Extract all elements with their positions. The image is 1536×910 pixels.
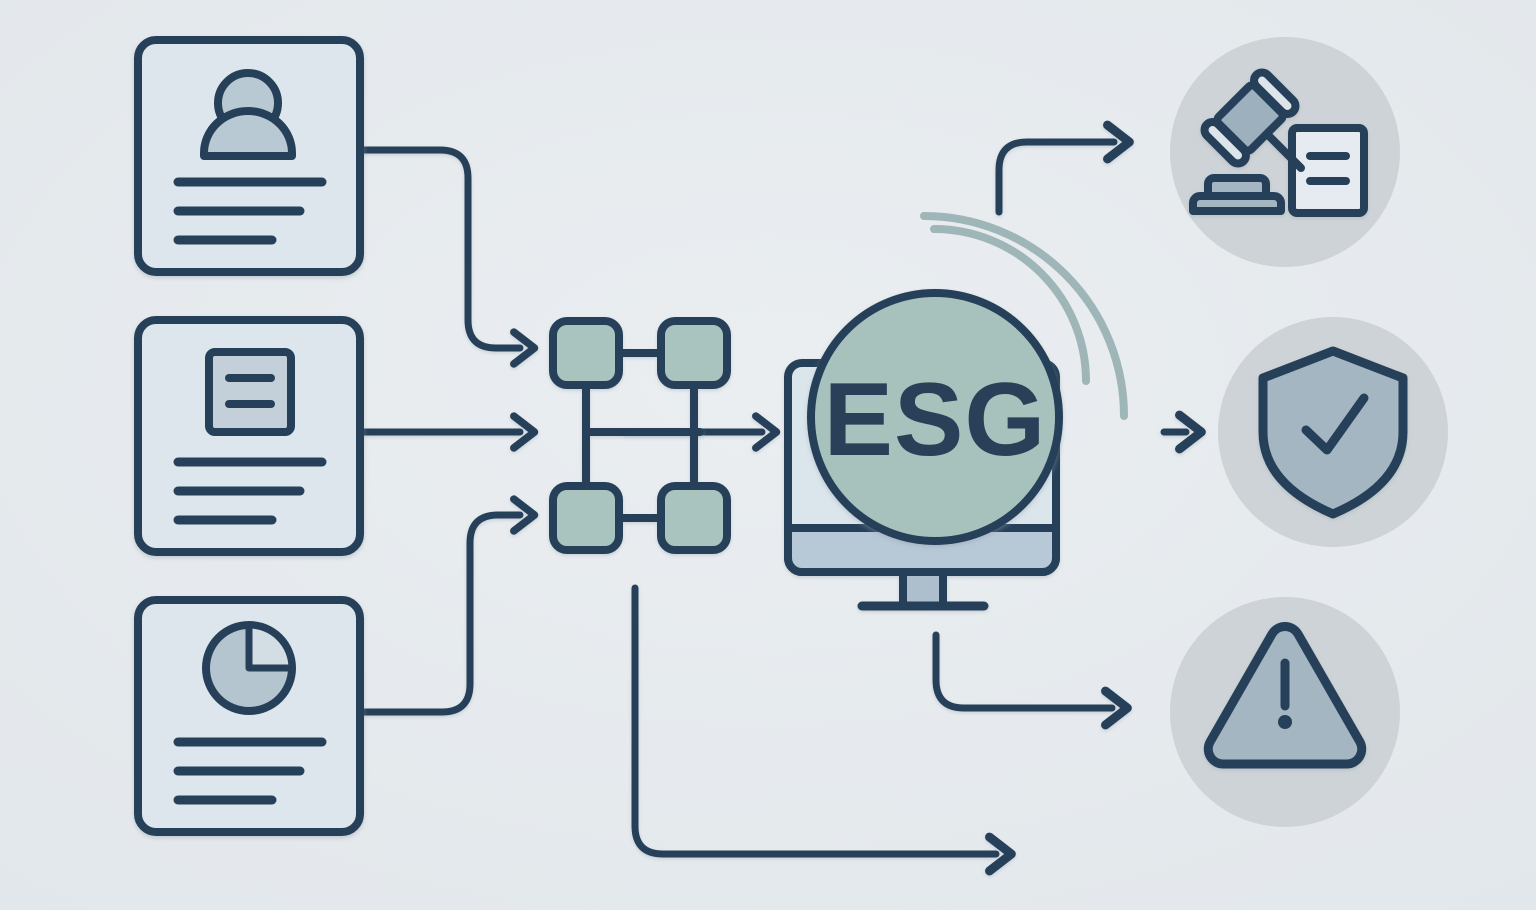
connector-card1-to-cluster <box>356 146 539 368</box>
gavel-head-caps <box>1200 68 1300 168</box>
person-icon <box>200 69 296 160</box>
sound-block-base <box>1189 192 1285 215</box>
exclamation-dot <box>1278 715 1292 729</box>
node-cluster[interactable] <box>549 317 731 554</box>
pie-chart-icon <box>202 621 296 715</box>
esg-badge-circle <box>807 289 1063 545</box>
signal-arc-inner <box>930 225 1090 385</box>
shield-body <box>1258 346 1408 519</box>
connector-card3-to-cluster <box>356 495 539 716</box>
risk-outcome[interactable] <box>1170 597 1400 827</box>
warning-triangle-icon <box>1203 622 1367 769</box>
signal-arc-outer <box>920 212 1128 420</box>
esg-badge-label: ESG <box>824 362 1047 478</box>
chart-report-card[interactable] <box>134 596 364 836</box>
esg-badge: ESG <box>807 289 1063 545</box>
network-nodes-icon <box>582 349 704 522</box>
monitor-chin <box>784 524 1060 576</box>
node-top-right <box>657 317 731 389</box>
card-text-lines <box>173 457 327 525</box>
text-report-card[interactable] <box>134 316 364 556</box>
compliance-outcome[interactable] <box>1170 37 1400 267</box>
connector-feedback-loop <box>631 584 1016 876</box>
assurance-outcome[interactable] <box>1218 317 1448 547</box>
node-top-left <box>549 317 623 389</box>
monitor-neck <box>899 568 947 610</box>
gavel-document-icon <box>1189 68 1368 217</box>
node-bottom-right <box>657 482 731 554</box>
personnel-record-card[interactable] <box>134 36 364 276</box>
document-icon <box>205 348 295 436</box>
shield-check-icon <box>1258 346 1408 519</box>
connector-engine-to-risk <box>932 631 1132 730</box>
card-text-lines <box>173 177 327 245</box>
gavel-document <box>1288 124 1368 217</box>
node-bottom-left <box>549 482 623 554</box>
card-text-lines <box>173 737 327 805</box>
check-mark <box>1301 393 1369 455</box>
signal-waves-icon <box>920 212 1128 420</box>
esg-engine[interactable]: ESG <box>784 289 1063 611</box>
connector-engine-to-compliance <box>995 120 1134 216</box>
